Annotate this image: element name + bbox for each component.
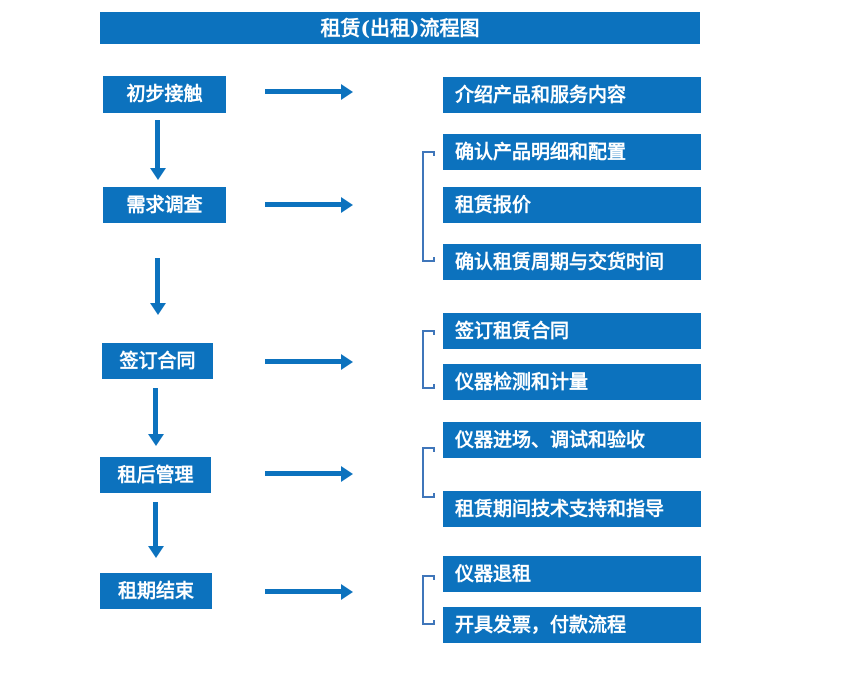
arrow-down-icon: [149, 120, 166, 180]
step-sign-rental-contract: 签订租赁合同: [443, 313, 701, 349]
bracket-connector: [422, 447, 435, 498]
arrow-right-icon: [265, 353, 353, 370]
arrow-right-icon: [265, 583, 353, 600]
step-technical-support-guidance: 租赁期间技术支持和指导: [443, 491, 701, 527]
bracket-connector: [422, 575, 435, 625]
flowchart-title: 租赁(出租)流程图: [100, 12, 700, 44]
bracket-connector: [422, 151, 435, 262]
arrow-down-icon: [149, 258, 166, 315]
arrow-down-icon: [147, 502, 164, 558]
step-instrument-return: 仪器退租: [443, 556, 701, 592]
step-confirm-rental-period-delivery: 确认租赁周期与交货时间: [443, 244, 701, 280]
step-instrument-setup-acceptance: 仪器进场、调试和验收: [443, 422, 701, 458]
step-introduce-products-services: 介绍产品和服务内容: [443, 77, 701, 113]
stage-initial-contact: 初步接触: [103, 76, 226, 113]
arrow-right-icon: [265, 196, 353, 213]
step-invoice-payment-process: 开具发票，付款流程: [443, 607, 701, 643]
step-rental-quote: 租赁报价: [443, 187, 701, 223]
arrow-down-icon: [147, 388, 164, 446]
arrow-right-icon: [265, 83, 353, 100]
stage-lease-end: 租期结束: [100, 573, 212, 609]
step-instrument-inspection-metering: 仪器检测和计量: [443, 364, 701, 400]
step-confirm-product-details: 确认产品明细和配置: [443, 134, 701, 170]
bracket-connector: [422, 330, 435, 389]
stage-contract-signing: 签订合同: [102, 343, 213, 379]
stage-post-rental-management: 租后管理: [100, 457, 211, 493]
stage-demand-survey: 需求调查: [103, 187, 226, 223]
arrow-right-icon: [265, 465, 353, 482]
